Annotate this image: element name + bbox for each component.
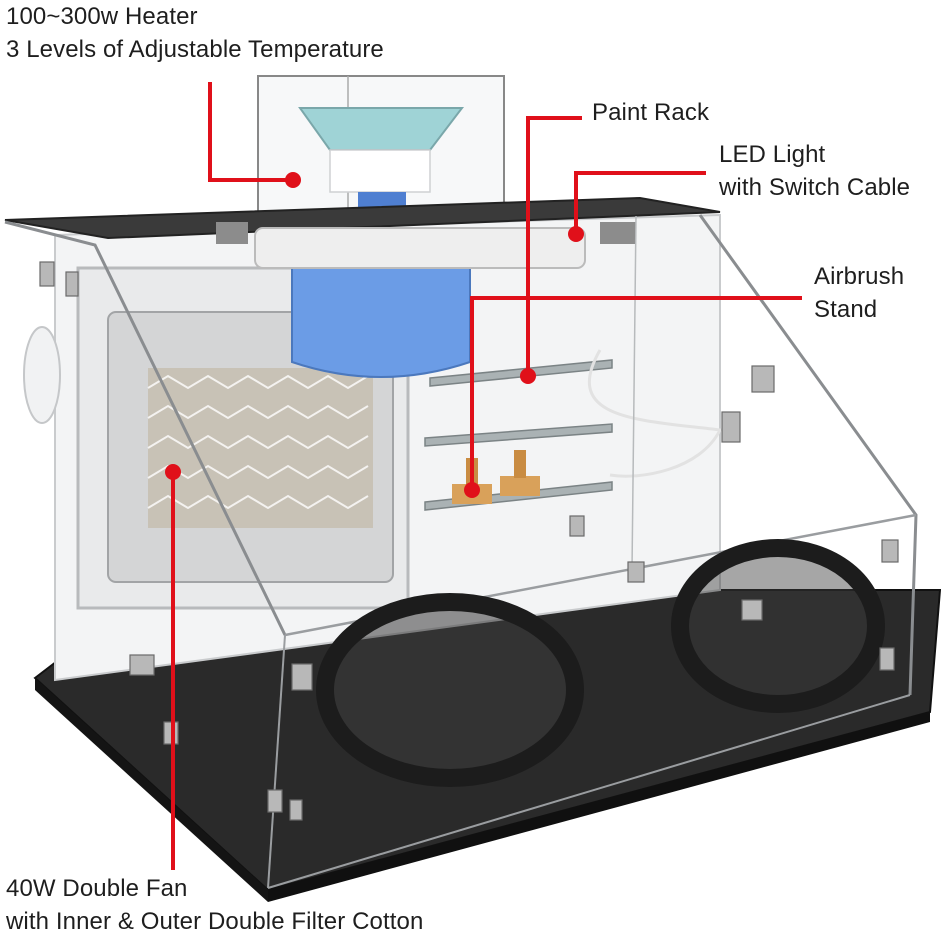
glove-port-left: [316, 593, 584, 787]
fan-label-line1: 40W Double Fan: [6, 875, 188, 902]
airbrush-stand-label: Airbrush Stand: [814, 260, 904, 326]
paint-rack-callout-line: [526, 116, 582, 376]
airbrush-stand-label-line2: Stand: [814, 296, 878, 323]
heater-label-line2: 3 Levels of Adjustable Temperature: [6, 36, 384, 63]
glove-port-right: [671, 539, 885, 713]
callout-lines: [171, 82, 802, 870]
fan-label: 40W Double Fan with Inner & Outer Double…: [6, 872, 423, 938]
hinges: [39, 261, 899, 821]
heater-callout-line: [208, 82, 293, 182]
airbrush-stand-label-line1: Airbrush: [814, 263, 905, 290]
switch-cable: [587, 349, 723, 478]
fan-label-line2: with Inner & Outer Double Filter Cotton: [6, 908, 424, 935]
base-plate-edge-front: [268, 712, 930, 902]
airbrush-holder-2: [500, 476, 540, 496]
filter-pattern: [147, 374, 369, 510]
heater-body: [329, 149, 431, 193]
blue-duct: [291, 261, 471, 378]
airbrush-callout-line: [470, 296, 802, 490]
led-callout-dot: [568, 226, 584, 242]
airbrush-callout-dot: [464, 482, 480, 498]
callout-dots: [165, 172, 584, 498]
acrylic-left-edge: [4, 220, 287, 636]
heater-callout-dot: [285, 172, 301, 188]
led-light-label-line1: LED Light: [719, 141, 826, 168]
base-plate-edge: [35, 678, 268, 902]
paint-rack-label-line1: Paint Rack: [592, 99, 710, 126]
top-lid: [4, 196, 721, 240]
side-fan-port: [23, 326, 61, 424]
acrylic-front-bottom: [267, 694, 911, 889]
fan-callout-dot: [165, 464, 181, 480]
led-light-label-line2: with Switch Cable: [719, 174, 911, 201]
led-light-label: LED Light with Switch Cable: [719, 138, 910, 204]
led-bar: [254, 227, 586, 269]
heater-label: 100~300w Heater 3 Levels of Adjustable T…: [6, 0, 384, 66]
paint-rack-label: Paint Rack: [592, 96, 709, 129]
led-callout-line: [574, 171, 706, 232]
heater-label-line1: 100~300w Heater: [6, 3, 198, 30]
paint-rack-callout-dot: [520, 368, 536, 384]
